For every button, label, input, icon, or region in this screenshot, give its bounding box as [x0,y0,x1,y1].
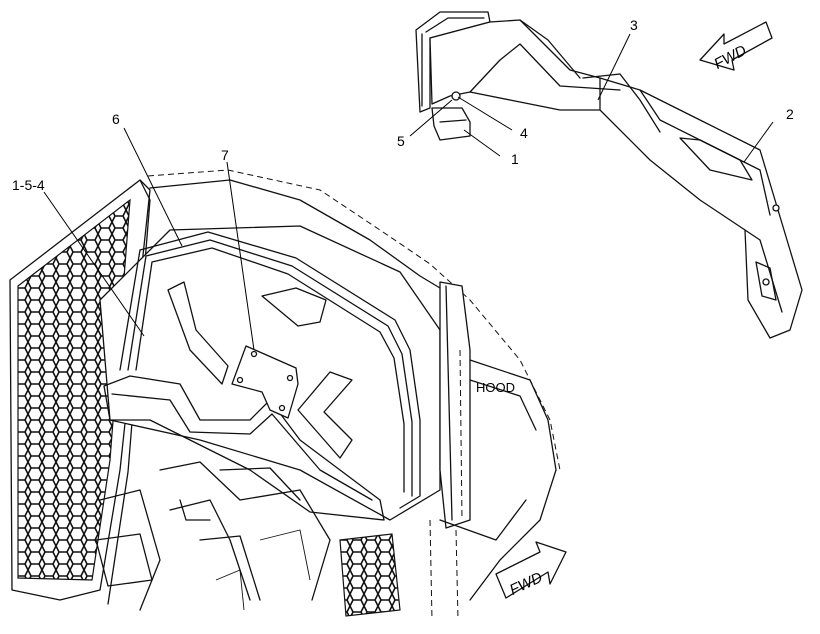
machine-main-view [9,169,561,621]
callout-4: 4 [457,96,528,141]
fwd-arrow-top: FWD [699,21,773,73]
bracket-detail-view [415,11,803,339]
callout-5-label: 5 [397,133,405,149]
hood-label: HOOD [476,380,515,395]
callout-1-5-4: 1-5-4 [12,177,145,337]
callout-3: 3 [597,17,638,101]
callout-1-label: 1 [511,151,519,167]
fwd-arrow-bottom: FWD [495,541,567,599]
callout-6-label: 6 [112,111,120,127]
callout-1: 1 [463,129,519,167]
callout-6: 6 [112,111,183,247]
callout-2: 2 [743,106,794,163]
callout-1-5-4-label: 1-5-4 [12,177,45,193]
callout-5: 5 [397,99,453,149]
callout-3-label: 3 [630,17,638,33]
callout-4-label: 4 [520,125,528,141]
callout-2-label: 2 [786,106,794,122]
callout-7-label: 7 [221,147,229,163]
callout-7: 7 [221,147,255,351]
